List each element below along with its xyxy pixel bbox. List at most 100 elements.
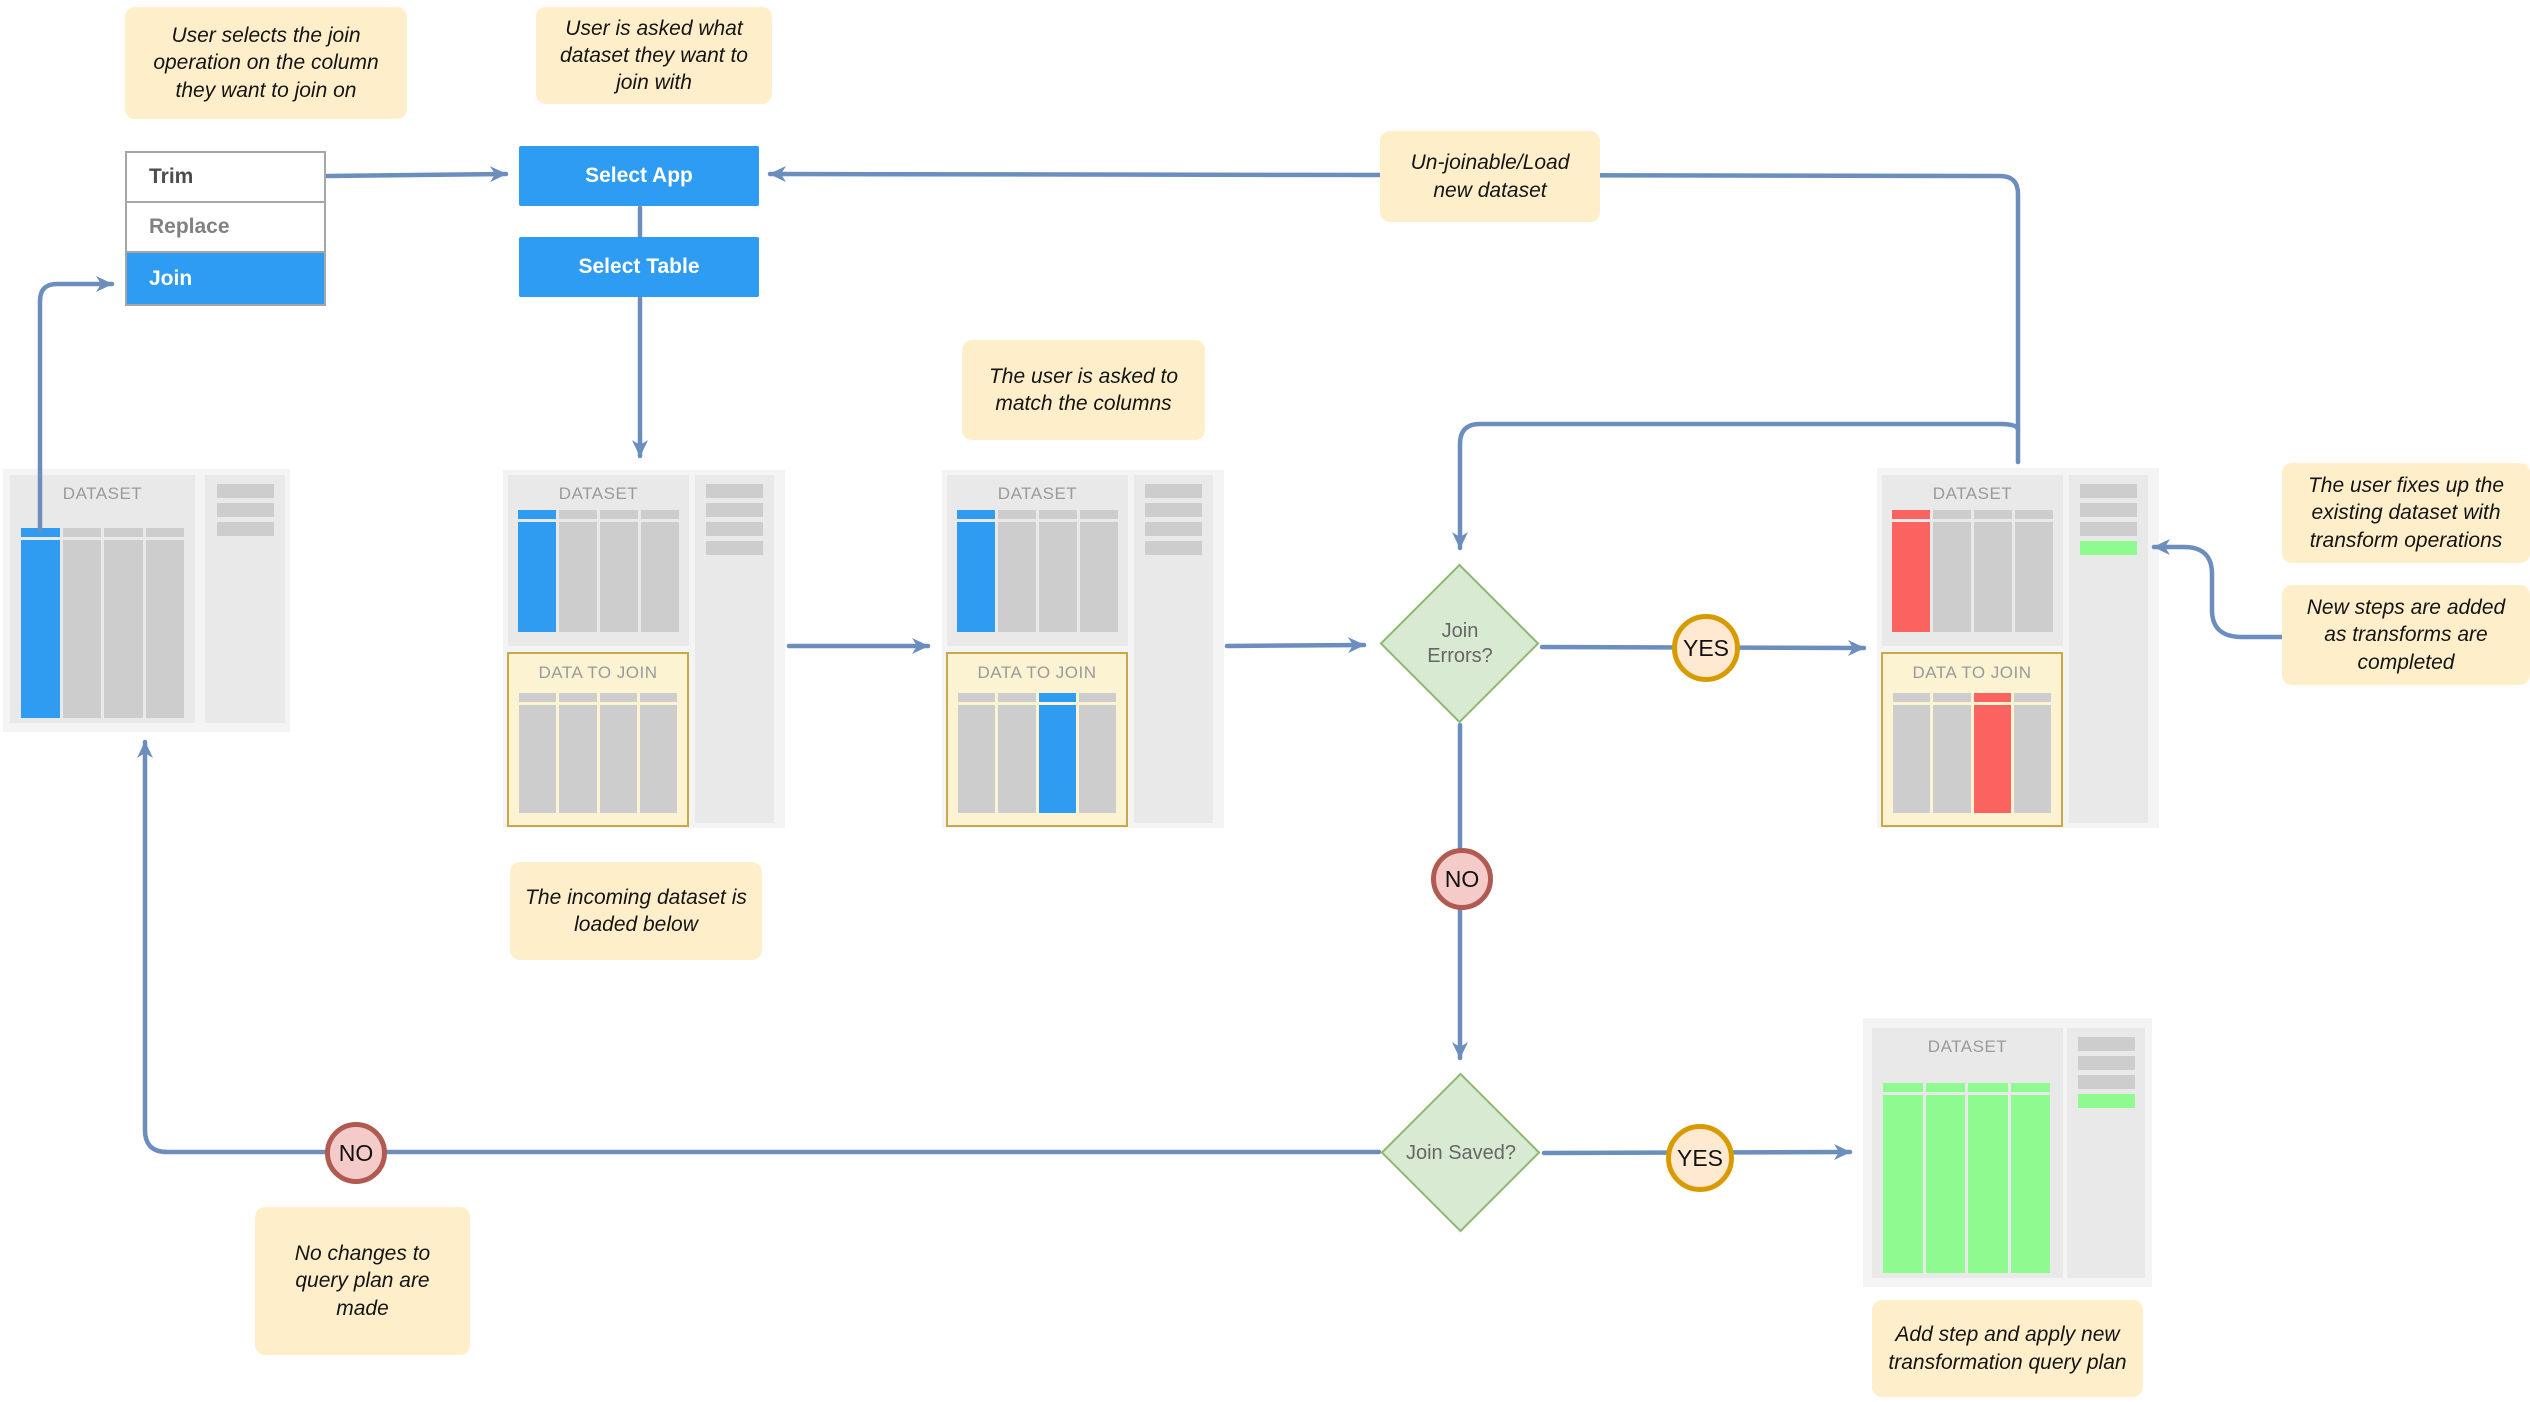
mock-column-gray (958, 693, 996, 813)
sidebar-step-bar-gray (1145, 484, 1202, 498)
mock-column-gray (2013, 693, 2051, 813)
mock-column-red (1973, 693, 2011, 813)
mock-column-gray (998, 510, 1036, 632)
note-user-fixes-dataset: The user fixes up the existing dataset w… (2282, 463, 2530, 563)
sidebar-step-bar-green (2080, 541, 2137, 555)
data-to-join-title: DATA TO JOIN (977, 663, 1097, 682)
mock-column-gray (1974, 510, 2012, 632)
yes-badge-join-saved: YES (1666, 1124, 1734, 1192)
sidebar-step-bar-gray (1145, 503, 1202, 517)
connector-matched-to-join-errors (1224, 637, 1367, 654)
mock-column-green (1925, 1083, 1965, 1273)
mock-column-gray (2015, 510, 2053, 632)
mock-column-gray (1933, 693, 1971, 813)
sidebar-step-bar-green (2077, 1094, 2135, 1108)
select-app-button[interactable]: Select App (519, 146, 759, 206)
mock-column-gray (519, 693, 557, 813)
dataset-mockup-source: DATASET (3, 469, 290, 732)
mock-column-gray (600, 510, 638, 632)
dataset-panel-title: DATASET (62, 484, 143, 503)
sidebar-step-bar-gray (216, 484, 274, 498)
decision-join-saved: Join Saved? (1380, 1072, 1541, 1233)
sidebar-step-bar-gray (1145, 541, 1202, 555)
mock-column-blue (518, 510, 556, 632)
mock-column-blue (21, 528, 60, 718)
mock-column-gray (104, 528, 143, 718)
dataset-panel: DATASET (1872, 1028, 2063, 1278)
dataset-mockup-matched: DATASET DATA TO JOIN (942, 470, 1224, 828)
data-to-join-panel: DATA TO JOIN (507, 652, 689, 827)
mock-column-blue (957, 510, 995, 632)
sidebar-step-bar-gray (2077, 1075, 2135, 1089)
sidebar-step-bar-gray (2080, 503, 2137, 517)
sidebar-step-bar-gray (706, 541, 763, 555)
select-table-button[interactable]: Select Table (519, 237, 759, 297)
data-to-join-columns (1893, 693, 2051, 813)
dataset-sidebar (205, 475, 285, 723)
data-to-join-title: DATA TO JOIN (538, 663, 658, 682)
dataset-panel: DATASET (947, 475, 1128, 646)
sidebar-step-bar-gray (706, 484, 763, 498)
mock-column-gray (599, 693, 637, 813)
sidebar-step-bar-gray (2080, 484, 2137, 498)
dataset-panel-title: DATASET (1932, 484, 2013, 503)
note-new-steps-added: New steps are added as transforms are co… (2282, 585, 2530, 685)
mock-column-gray (1039, 510, 1077, 632)
connector-menu-to-select-app (324, 166, 509, 183)
data-to-join-columns (519, 693, 677, 813)
dataset-mockup-errors: DATASET DATA TO JOIN (1877, 468, 2159, 828)
mock-column-gray (559, 510, 597, 632)
dataset-panel: DATASET (1882, 475, 2063, 646)
sidebar-step-bar-gray (1145, 522, 1202, 536)
note-match-columns: The user is asked to match the columns (962, 340, 1205, 440)
mock-column-gray (1078, 693, 1116, 813)
dataset-columns (21, 528, 184, 718)
dataset-mockup-incoming: DATASET DATA TO JOIN (503, 470, 785, 828)
decision-join-errors: Join Errors? (1379, 563, 1540, 724)
note-add-step-apply: Add step and apply new transformation qu… (1872, 1300, 2143, 1397)
dataset-panel: DATASET (508, 475, 689, 646)
decision-join-errors-label: Join Errors? (1427, 620, 1493, 667)
mock-column-blue (1038, 693, 1076, 813)
dataset-panel-title: DATASET (558, 484, 639, 503)
decision-join-saved-label: Join Saved? (1405, 1141, 1517, 1164)
mock-column-gray (641, 510, 679, 632)
dataset-sidebar (2067, 1028, 2145, 1278)
note-incoming-loaded: The incoming dataset is loaded below (510, 862, 762, 960)
sidebar-step-bar-gray (216, 503, 274, 517)
mock-column-gray (62, 528, 101, 718)
menu-item-join[interactable]: Join (127, 253, 324, 304)
dataset-mockup-saved: DATASET (1863, 1018, 2152, 1287)
dataset-columns (1883, 1083, 2050, 1273)
sidebar-step-bar-gray (2077, 1056, 2135, 1070)
sidebar-step-bar-gray (2080, 522, 2137, 536)
dataset-panel-title: DATASET (1927, 1037, 2008, 1056)
note-no-changes: No changes to query plan are made (255, 1207, 470, 1355)
mock-column-red (1892, 510, 1930, 632)
dataset-columns (1892, 510, 2053, 632)
mock-column-green (2010, 1083, 2050, 1273)
data-to-join-panel: DATA TO JOIN (1881, 652, 2063, 827)
dataset-panel-title: DATASET (997, 484, 1078, 503)
dataset-columns (957, 510, 1118, 632)
dataset-sidebar (695, 475, 774, 823)
mock-column-gray (559, 693, 597, 813)
dataset-columns (518, 510, 679, 632)
dataset-panel: DATASET (10, 475, 195, 723)
mock-column-gray (1893, 693, 1931, 813)
no-badge-join-saved: NO (325, 1122, 387, 1184)
data-to-join-panel: DATA TO JOIN (946, 652, 1128, 827)
dataset-sidebar (1134, 475, 1213, 823)
mock-column-gray (145, 528, 184, 718)
dataset-sidebar (2069, 475, 2148, 823)
menu-item-replace[interactable]: Replace (127, 203, 324, 253)
sidebar-step-bar-gray (706, 503, 763, 517)
note-select-join-operation: User selects the join operation on the c… (125, 7, 407, 119)
sidebar-step-bar-gray (2077, 1037, 2135, 1051)
note-unjoinable: Un-joinable/Load new dataset (1380, 131, 1600, 222)
mock-column-green (1883, 1083, 1923, 1273)
data-to-join-columns (958, 693, 1116, 813)
menu-item-trim[interactable]: Trim (127, 153, 324, 203)
mock-column-gray (639, 693, 677, 813)
no-badge-join-errors: NO (1431, 848, 1493, 910)
